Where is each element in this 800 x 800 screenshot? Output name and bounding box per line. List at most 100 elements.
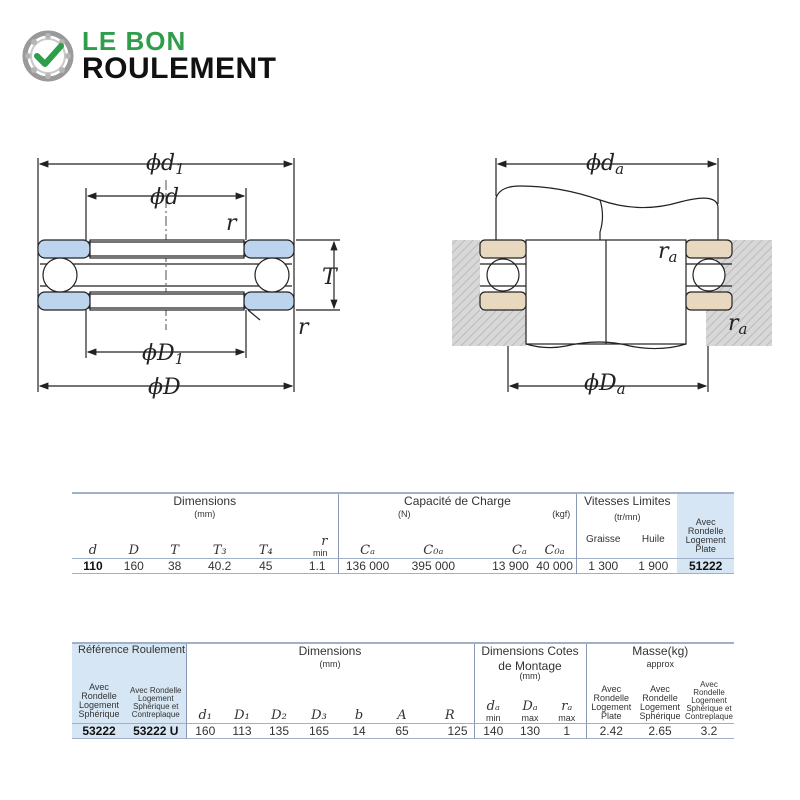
label-d: ϕd [150,185,179,210]
col-R: R [444,708,455,723]
col-ca-kgf: Cₐ [511,542,527,558]
svg-text:ra: ra [658,239,677,266]
cell-ref-flat: 51222 [677,557,734,573]
svg-text:ϕD1: ϕD1 [142,341,184,368]
cell-T4: 45 [243,557,288,573]
label-Da: ϕD [584,371,617,396]
col-grease: Graisse [576,522,630,558]
label-r-top: r [226,211,238,236]
cell-T3: 40.2 [195,557,244,573]
cell-D2: 135 [260,723,298,739]
ref-col-spherical: Avec Rondelle Logement Sphérique [72,660,126,724]
svg-text:ϕda: ϕda [586,151,624,178]
svg-text:ra: ra [728,311,747,338]
label-ra-top: r [658,239,670,264]
unit-kgf: (kgf) [552,509,571,519]
col-ra: rₐ [561,699,573,714]
brand-line2: ROULEMENT [82,52,277,85]
cell-ra: 1 [548,723,586,739]
cell-D: 160 [113,557,154,573]
cell-D1: 113 [224,723,260,739]
right-mounting-drawing [452,158,772,392]
cell-da: 140 [473,723,512,739]
col-T: T [170,542,179,558]
col-r: r [321,533,328,549]
mass-col-spherical: Avec Rondelle Logement Sphérique [639,684,681,721]
group-mass: Masse(kg) [585,643,734,660]
col-d1: d₁ [185,681,224,724]
bearing-check-icon [22,30,74,82]
cell-mass-spherical: 2.65 [636,723,684,739]
col-A: A [397,708,407,723]
label-D1: ϕD [142,341,175,366]
group-mounting-2: de Montage [498,659,562,673]
col-D1: D₁ [234,708,250,723]
cell-grease: 1 300 [576,557,630,573]
group-mounting-1: Dimensions Cotes [473,643,586,660]
col-r-min: min [312,547,328,558]
cell-ca-n: 136 000 [337,557,397,573]
label-d1-sub: 1 [175,160,185,178]
spec-table-2: Référence Roulement Dimensions Dimension… [72,642,734,739]
mass-col-spherical-plate: Avec Rondelle Logement Sphérique et Cont… [684,680,734,721]
mass-approx: approx [585,660,734,681]
col-c0a-n: C₀ₐ [423,542,444,558]
label-ra-bottom-sub: a [739,320,748,338]
cell-oil: 1 900 [629,557,678,573]
col-da-min: min [485,713,501,723]
group-speed: Vitesses Limites [576,493,678,510]
label-ra-top-sub: a [669,248,678,266]
col-ca-n: Cₐ [337,522,397,558]
label-D1-sub: 1 [175,350,185,368]
col-da: dₐ [486,699,500,714]
group-capacity: Capacité de Charge [337,493,577,510]
col-T3: T₃ [212,542,227,558]
label-Da-sub: a [617,380,626,398]
cell-T: 38 [153,557,196,573]
cell-R: 125 [426,723,474,739]
brand-line1: LE BON [82,26,187,56]
unit-mm-2: (mm) [185,660,474,681]
svg-text:ϕd1: ϕd1 [146,151,185,178]
col-T4: T₄ [258,542,273,558]
label-ra-bottom: r [728,311,740,336]
mass-col-flat: Avec Rondelle Logement Plate [585,681,636,724]
label-d1: ϕd [146,151,175,176]
label-r-bottom: r [298,315,310,340]
cell-ca-kgf: 13 900 [469,557,533,573]
unit-mm-3: (mm) [519,671,541,681]
cell-mass-spherical-plate: 3.2 [684,723,734,739]
cell-Da: 130 [512,723,548,739]
col-D: D [128,542,139,558]
cell-c0a-n: 395 000 [396,557,470,573]
unit-mm: (mm) [194,509,216,519]
cell-ref-spherical-plate: 53222 U [126,723,186,739]
col-oil: Huile [641,534,665,546]
cell-b: 14 [340,723,378,739]
label-D: ϕD [148,375,181,400]
col-Da: Dₐ [522,699,538,714]
ref-col-spherical-plate: Avec Rondelle Logement Sphérique et Cont… [126,660,186,724]
group-dimensions: Dimensions [173,494,237,508]
col-d: d [88,542,98,558]
cell-ref-spherical: 53222 [72,723,126,739]
right-drawing-labels: ϕda ra ra ϕDa [584,151,747,398]
col-Da-max: max [521,713,539,723]
label-T: T [322,265,339,290]
left-bearing-drawing [37,158,340,392]
ref-header-flat: Avec Rondelle Logement Plate [677,493,734,558]
svg-text:ϕDa: ϕDa [584,371,626,398]
cell-d: 110 [72,557,114,573]
col-b: b [354,708,364,723]
cell-d1: 160 [185,723,224,739]
label-da-sub: a [615,160,624,178]
group-dimensions-2: Dimensions [185,643,474,660]
cell-c0a-kgf: 40 000 [532,557,577,573]
left-drawing-labels: ϕd1 ϕd r T r ϕD1 ϕD [142,151,339,400]
group-ref: Référence Roulement [72,643,186,660]
spec-table-1: Dimensions Capacité de Charge Vitesses L… [72,492,734,574]
cell-D3: 165 [298,723,340,739]
unit-trmin: (tr/mn) [576,510,678,522]
bearing-drawings: ϕd1 ϕd r T r ϕD1 ϕD [37,151,772,400]
cell-r: 1.1 [287,557,338,573]
